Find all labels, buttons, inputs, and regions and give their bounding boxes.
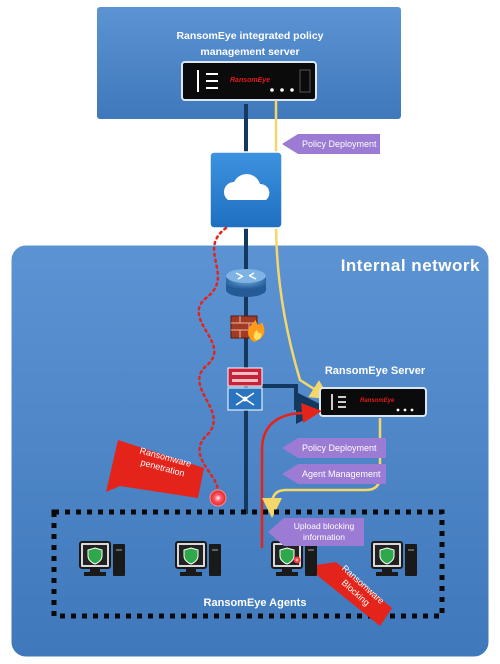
penetration-arrow-icon bbox=[106, 440, 204, 498]
internal-network-title: Internal network bbox=[340, 256, 480, 275]
agent-pc-2 bbox=[175, 541, 221, 576]
agents-title: RansomEye Agents bbox=[203, 597, 307, 609]
server-rack-brand: RansomEye bbox=[360, 398, 395, 404]
ransomeye-server-rack bbox=[319, 387, 427, 417]
badge-upload-blocking: Upload blocking information bbox=[268, 518, 364, 546]
agents-group-box bbox=[51, 509, 445, 619]
badge-policy-deployment-top: Policy Deployment bbox=[282, 134, 380, 154]
blocking-arrow-icon bbox=[318, 562, 392, 626]
firewall-icon bbox=[230, 315, 265, 342]
idc-server-rack bbox=[181, 61, 317, 101]
internal-network-zone bbox=[8, 242, 492, 660]
router-icon bbox=[226, 269, 266, 297]
badge-agent-management: Agent Management bbox=[282, 464, 386, 484]
badge-policy-deployment-mid: Policy Deployment bbox=[282, 438, 386, 458]
ransomeye-server-title: RansomEye Server bbox=[324, 365, 426, 377]
agent-pc-1 bbox=[79, 541, 125, 576]
agent-pc-3 bbox=[271, 541, 317, 576]
cloud-icon bbox=[209, 151, 283, 229]
penetration-burst-icon bbox=[209, 489, 227, 507]
agent-pc-4 bbox=[371, 541, 417, 576]
ransomware-penetration-path bbox=[197, 226, 228, 496]
switch-icon bbox=[227, 367, 263, 411]
idc-title: IDC bbox=[455, 10, 486, 29]
idc-rack-brand: RansomEye bbox=[230, 77, 271, 84]
blocking-report-path bbox=[260, 403, 322, 548]
policy-deployment-path bbox=[274, 100, 331, 400]
idc-server-label: RansomEye integrated policy management s… bbox=[176, 30, 324, 58]
